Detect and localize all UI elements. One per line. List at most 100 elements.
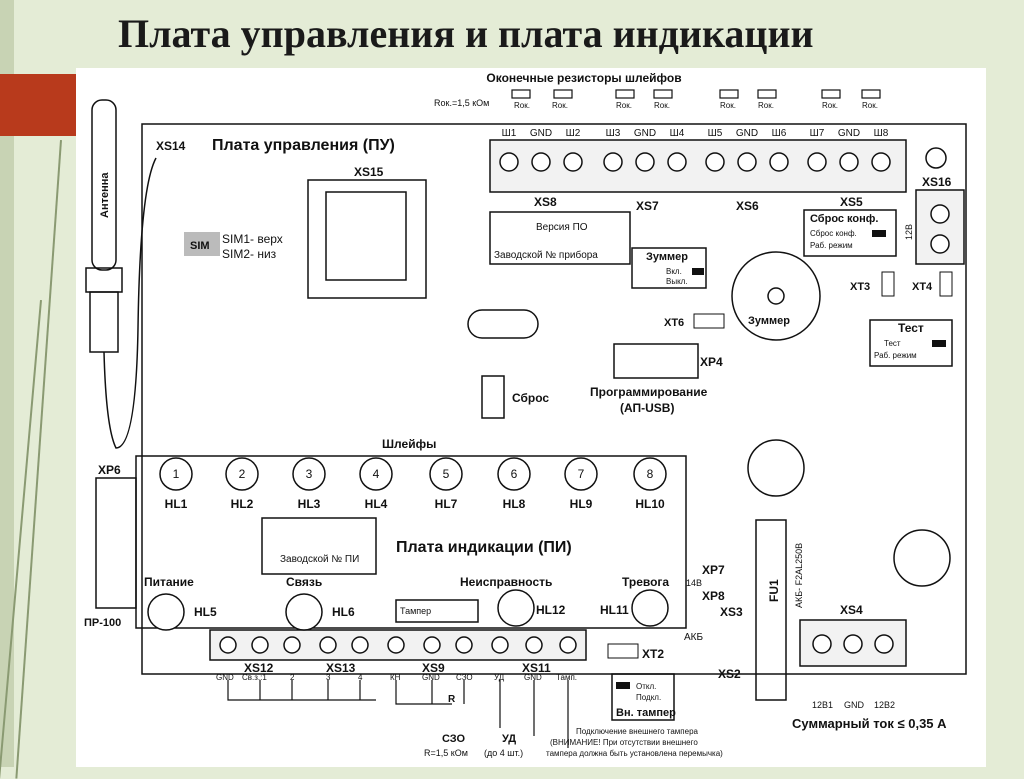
xt6-jumper [693,313,725,329]
device-serial-label: Заводской № прибора [494,249,598,261]
szo-resistor-label: R=1,5 кОм [424,748,468,758]
reset-conf-indicator [872,230,886,237]
tamper-note-1: Подключение внешнего тампера [576,727,699,736]
terminal-label: Ш7 [810,128,825,139]
v12-label: 12В [904,224,914,240]
xs3-label: XS3 [720,605,743,619]
rok-label: Rок. [552,101,568,110]
antenna-nut [85,267,123,293]
capacitor-2 [893,529,951,587]
sim2-label: SIM2- низ [222,247,277,261]
screw [737,152,757,172]
slide-title: Плата управления и плата индикации [118,11,814,56]
terminal-label: Ш8 [874,128,889,139]
led-loop-5 [429,457,463,491]
test-box [869,319,953,367]
led-loop-3 [292,457,326,491]
pin-label: 3 [326,673,331,682]
tamper-off-label: Откл. [636,682,656,691]
xt3-jumper [881,271,895,297]
fuse-holder [755,519,787,701]
pin-label: СЗО [456,673,473,682]
decor-line [15,140,62,779]
terminal-label: Ш2 [566,128,581,139]
pin-label: GND [216,673,234,682]
tamper-note-3: тампера должна быть установлена перемычк… [546,749,723,758]
pin-label: 4 [358,673,363,682]
terminal-label: GND [838,128,860,139]
xs5-label: XS5 [840,195,863,209]
xs11-label: XS11 [522,661,551,675]
rok-label: Rок. [758,101,774,110]
xs4-label: XS4 [840,603,863,617]
control-board-outline [141,123,967,675]
xs4-pin-label: GND [844,700,865,710]
sim1-label: SIM1- верх [222,232,283,246]
programming-adapter-label: (АП-USB) [620,401,674,415]
loop-number: 6 [511,467,518,481]
xs7-label: XS7 [636,199,659,213]
v14-label: 14В [686,578,702,588]
xt3-label: XT3 [850,281,870,293]
hl-label: HL3 [298,497,321,511]
screw [219,636,237,654]
total-current-label: Суммарный ток ≤ 0,35 А [792,716,947,731]
hl-label: HL2 [231,497,254,511]
rok-label: Rок. [616,101,632,110]
xp6-connector [95,477,137,609]
screw [491,636,509,654]
led-loop-2 [225,457,259,491]
terminal-label: Ш6 [772,128,787,139]
tamper-wiring [499,680,569,748]
buzzer-jumper-box [631,247,707,289]
wiring-diagram: Оконечные резисторы шлейфов Rок.=1,5 кОм… [84,71,967,758]
screw [839,152,859,172]
screw [423,636,441,654]
screw [531,152,551,172]
screw [319,636,337,654]
loop-number: 8 [647,467,654,481]
xt6-label: XT6 [664,317,684,329]
fault-label: Неисправность [460,575,552,589]
pin-label: GND [422,673,440,682]
xp4-connector [613,343,699,379]
pr100-label: ПР-100 [84,617,121,629]
reset-conf-option: Сброс конф. [810,229,857,238]
resistor [653,89,673,99]
rok-label: Rок. [514,101,530,110]
screw [559,636,577,654]
loop-number: 1 [173,467,180,481]
hl5-label: HL5 [194,605,217,619]
xp8-label: XP8 [702,589,725,603]
pi-serial-plate [261,517,377,575]
buzzer-off-label: Выкл. [666,277,688,286]
screw [807,152,827,172]
resistor [553,89,573,99]
xs6-label: XS6 [736,199,759,213]
led-wiring [227,680,376,701]
screw [705,152,725,172]
rok-label: Rок. [862,101,878,110]
test-indicator [932,340,946,347]
terminal-block-top [489,139,907,193]
reset-label: Сброс [512,391,549,405]
led-link [285,593,323,631]
xs12-label: XS12 [244,661,274,675]
diagram-panel: Оконечные резисторы шлейфов Rок.=1,5 кОм… [76,68,986,767]
xt2-jumper [607,643,639,659]
screw [603,152,623,172]
ud-label: УД [502,733,516,745]
screw [843,634,863,654]
buzzer-center [767,287,785,305]
buzzer-label: Зуммер [748,315,790,327]
screw [930,234,950,254]
buzzer-box-title: Зуммер [646,251,688,263]
ext-tamper-label: Вн. тампер [616,707,676,719]
terminal-label: Ш4 [670,128,685,139]
pin-label: Св.з.:1 [242,673,267,682]
power-label: Питание [144,575,194,589]
terminal-label: GND [530,128,552,139]
info-plate [489,211,631,265]
loop-number: 5 [443,467,450,481]
xp7-label: XP7 [702,563,725,577]
